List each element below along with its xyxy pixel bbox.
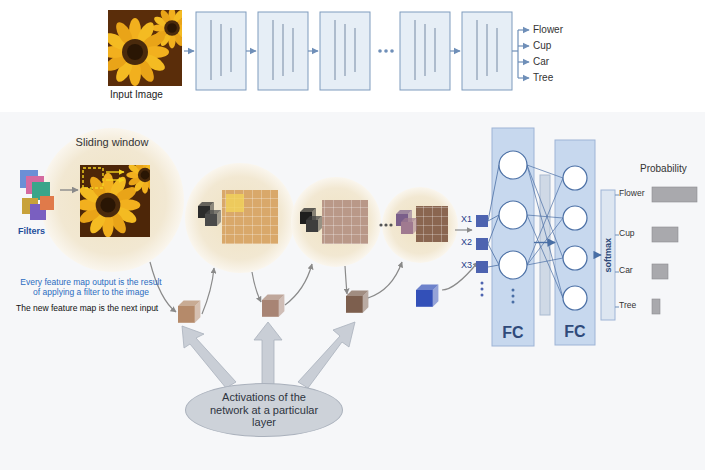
softmax-box: softmax [601,190,615,320]
image-caption: Input Image [110,89,163,101]
feature-halo [185,163,295,273]
ellipsis-dots [379,223,392,226]
node-text: Activations of the network at a particul… [208,391,320,429]
fc-layer: FC [492,128,534,346]
class-name: Cup [533,40,551,52]
node-text: FC [564,323,585,341]
fc-panel [492,128,534,346]
panel-ground [0,112,705,470]
flow-arrows [150,230,478,314]
class-name: Car [619,266,633,276]
vector-element: X1 [461,214,472,224]
input-vector [476,215,488,273]
node-text: softmax [603,238,613,273]
fc-panel [555,140,595,345]
feature-maps [222,190,448,244]
window-halo [40,128,184,272]
fc-layer: FC [555,140,595,345]
window-title: Sliding window [57,132,167,152]
layer-boxes [196,12,512,90]
class-name: Cup [619,229,635,239]
feature-halo [382,187,458,263]
input-links [488,165,499,267]
pointer-arrows [182,322,355,388]
ellipsis-dots [512,289,515,304]
class-name: Tree [619,301,636,311]
filter-stack [20,170,54,220]
filters-label: Filters [18,226,45,236]
pipeline-arrows [184,30,529,78]
input-photo [108,10,182,86]
vector-element: X2 [461,237,472,247]
node-text: Sliding window [76,136,149,149]
neurons [499,151,587,310]
probability-bars [652,187,697,314]
ellipsis-dots [378,49,394,53]
class-name: Car [533,56,549,68]
vector-element: X3 [461,260,472,270]
connector [595,254,601,255]
output-arrows [615,195,619,307]
dense-links [527,165,563,298]
connector [534,242,555,243]
node-text: FC [502,324,523,342]
sliding-window-marks [60,168,124,190]
softmax-panel [601,190,615,320]
ellipsis-dots [481,282,484,297]
class-name: Flower [533,24,563,36]
box-text-marks [211,20,497,80]
class-name: Tree [533,72,553,84]
note-text: The new feature map is the next input [16,304,191,314]
kernel-cubes [198,202,417,234]
window-photo [80,165,150,237]
activation-cubes [178,284,438,322]
activation-ellipse: Activations of the network at a particul… [185,383,343,437]
note-text: Every feature map output is the result o… [16,278,166,298]
axis-title: Probability [640,163,687,175]
class-name: Flower [619,189,645,199]
feature-halo [291,177,381,267]
